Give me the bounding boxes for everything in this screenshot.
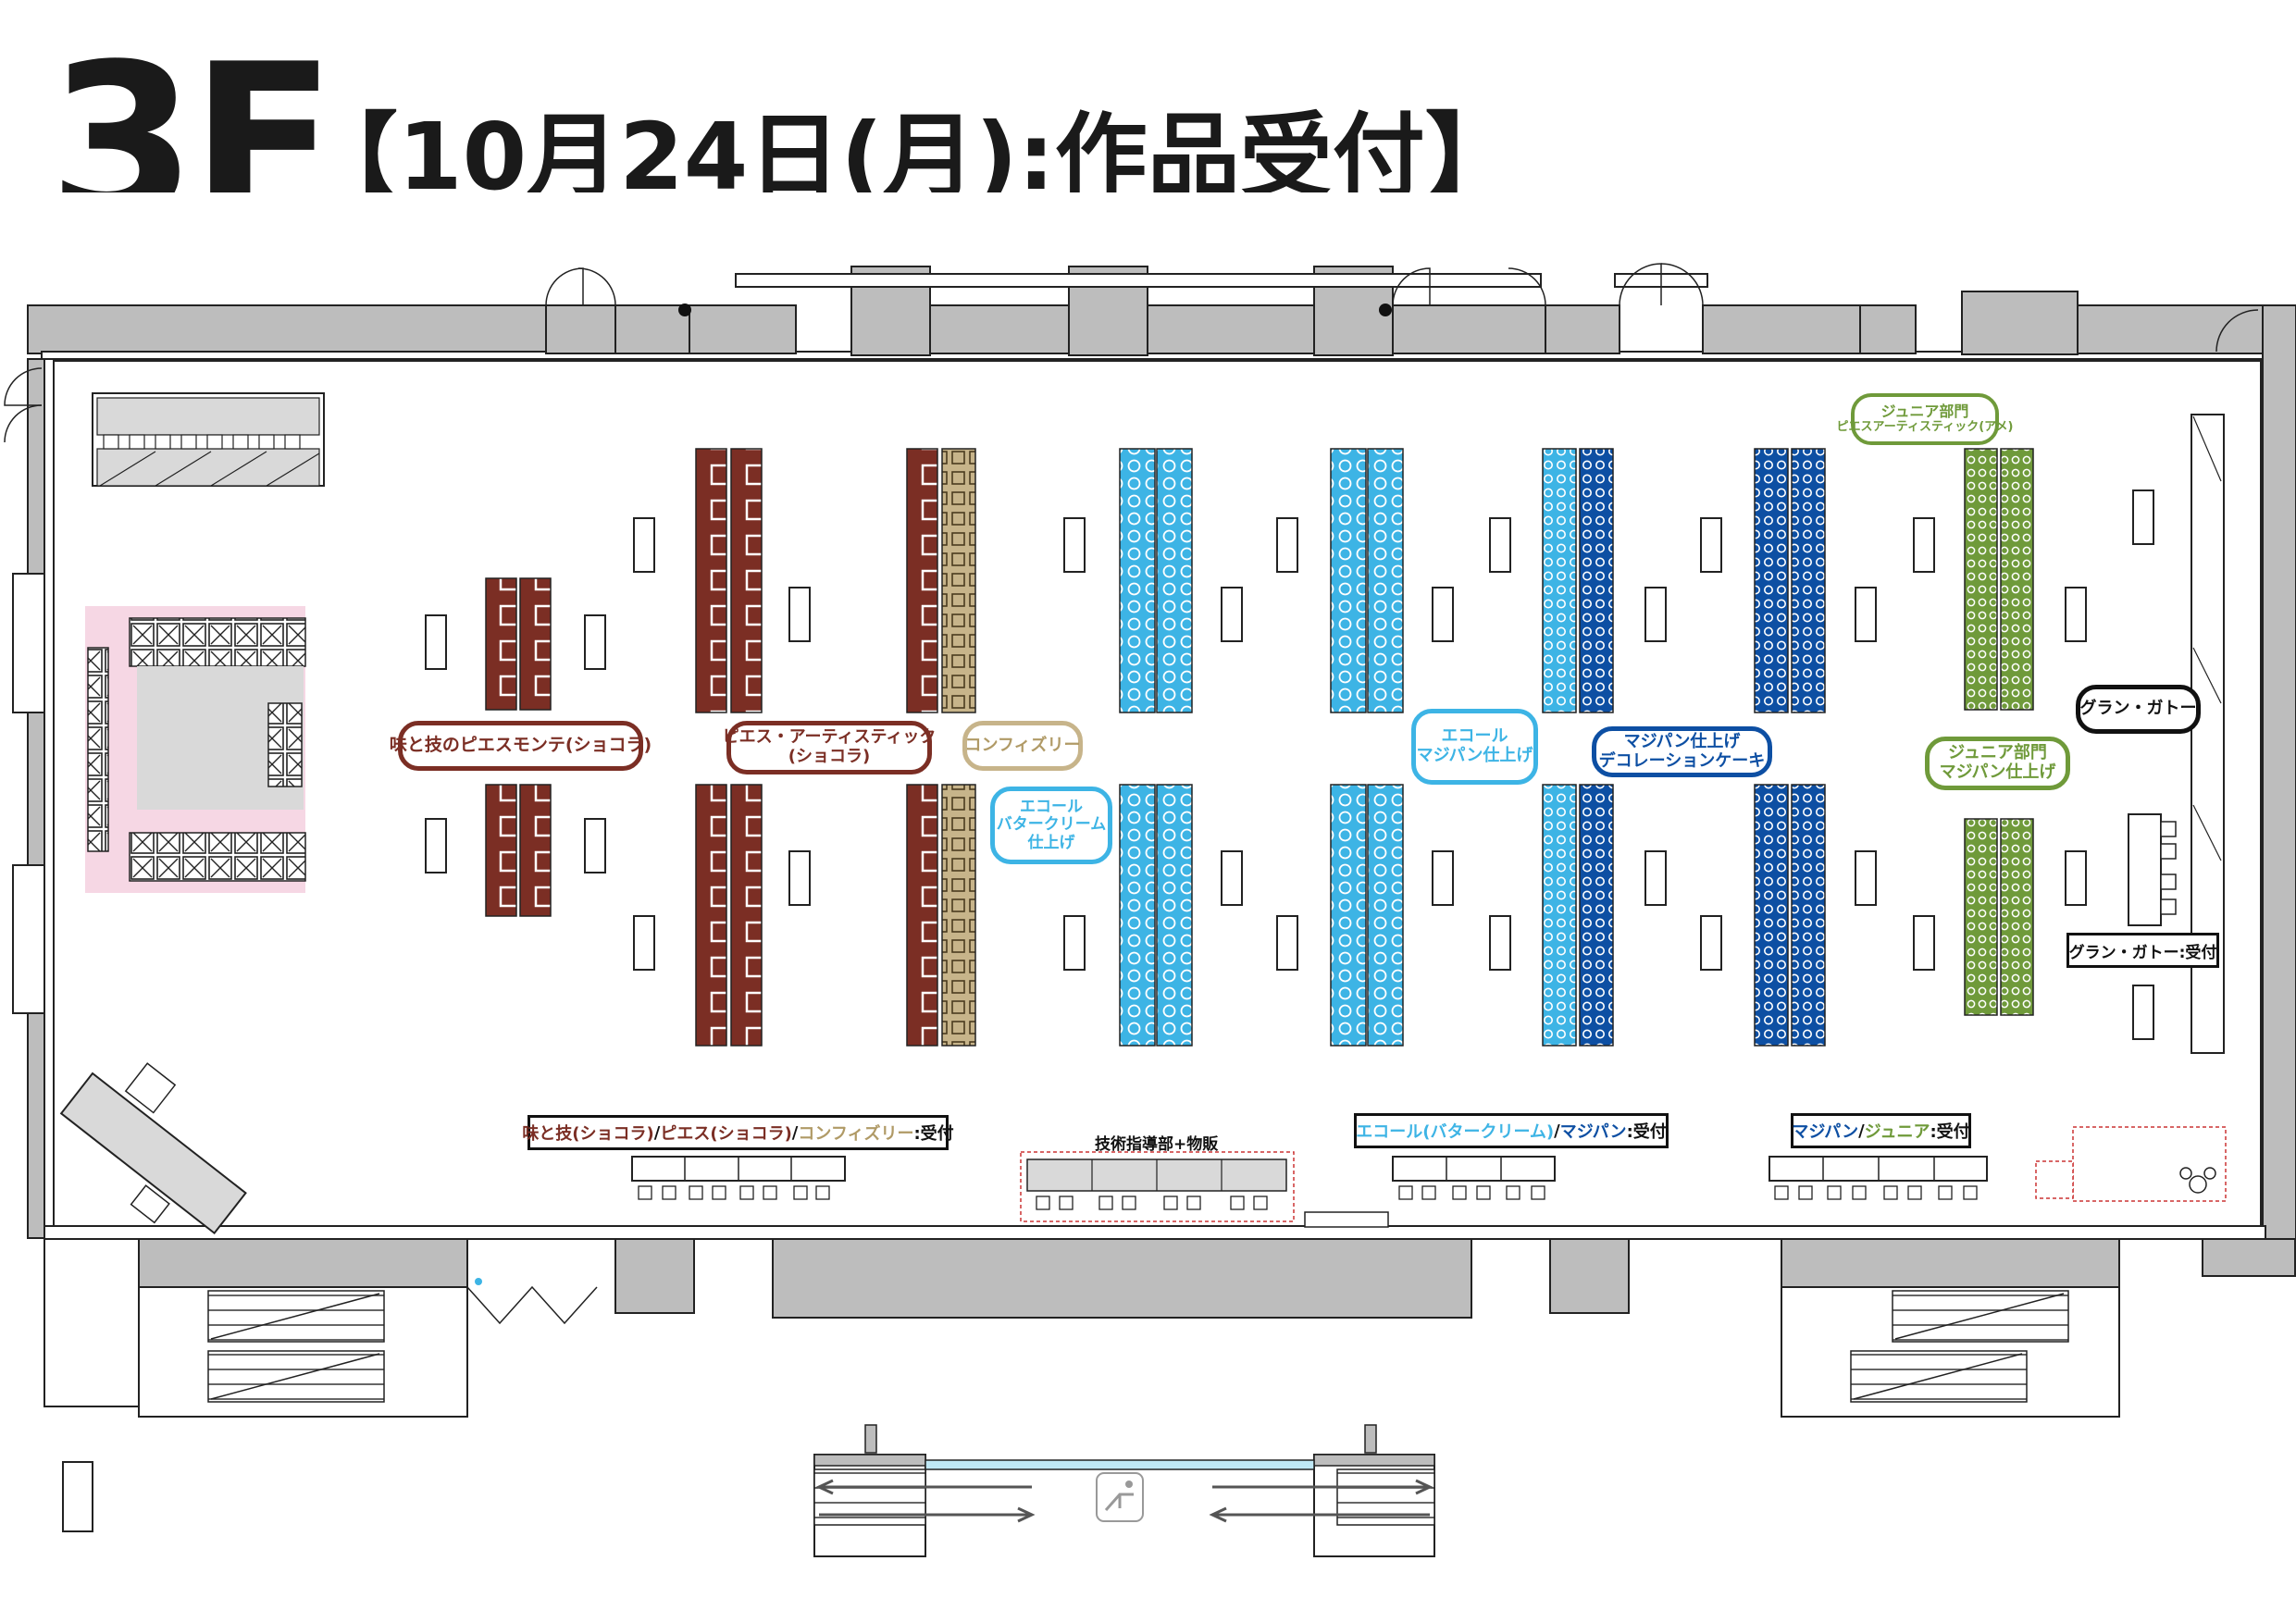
- reception-ecole-label: エコール(バタークリーム) / マジパン :受付: [1354, 1113, 1669, 1148]
- label-grand-gateau: グラン・ガトー: [2076, 685, 2201, 734]
- label-ecole-butter-line1: エコール: [1020, 797, 1083, 816]
- tech-desk-label: 技術指導部+物販: [1095, 1135, 1219, 1154]
- reception-left-suffix: :受付: [913, 1124, 954, 1144]
- label-confiserie-text: コンフィズリー: [964, 735, 1081, 755]
- reception-left-sep1: /: [653, 1122, 661, 1143]
- white-pedestals: [425, 489, 2154, 1040]
- reception-ecole-part2: マジパン: [1559, 1122, 1627, 1142]
- label-piece-artistique-line1: ピエス・アーティスティック: [722, 727, 937, 748]
- reception-ecole-suffix: :受付: [1626, 1122, 1667, 1142]
- reception-mj-part1: マジパン: [1792, 1122, 1859, 1142]
- label-junior-marzipan-line2: マジパン仕上げ: [1939, 762, 2056, 782]
- reception-ecole-sep1: /: [1554, 1121, 1560, 1141]
- reception-grand-gateau-label: グラン・ガトー:受付: [2066, 933, 2219, 968]
- label-ecole-marzipan-line2: マジパン仕上げ: [1416, 746, 1533, 765]
- label-junior-ame-line2: ピエスアーティスティック(アメ): [1836, 419, 2014, 434]
- reception-mj-part2: ジュニア: [1864, 1122, 1930, 1142]
- exhibit-tables: [485, 448, 2034, 1047]
- floor-subtitle: 【10月24日(月):作品受付】: [305, 103, 1518, 211]
- label-ecole-marzipan: エコール マジパン仕上げ: [1411, 709, 1538, 785]
- reception-left-label: 味と技(ショコラ) / ピエス(ショコラ) / コンフィズリー :受付: [522, 1115, 954, 1150]
- label-ecole-butter-line3: 仕上げ: [1027, 833, 1075, 852]
- reception-tables: [631, 1151, 1988, 1228]
- label-piece-montee: 味と技のピエスモンテ(ショコラ): [390, 721, 652, 771]
- label-ecole-marzipan-line1: エコール: [1441, 726, 1508, 747]
- left-fixtures: [59, 392, 325, 1235]
- label-piece-montee-text: 味と技のピエスモンテ(ショコラ): [389, 735, 652, 756]
- reception-mj-suffix: :受付: [1930, 1122, 1970, 1142]
- label-ecole-butter: エコール バタークリーム 仕上げ: [990, 787, 1112, 864]
- reception-left-part1: 味と技(ショコラ): [522, 1124, 654, 1144]
- reception-mj-sep1: /: [1858, 1121, 1865, 1141]
- label-marzipan-deco-line1: マジパン仕上げ: [1623, 731, 1741, 751]
- label-piece-artistique: ピエス・アーティスティック (ショコラ): [723, 721, 936, 774]
- reception-ecole-part1: エコール(バタークリーム): [1356, 1122, 1555, 1142]
- reception-marzipan-junior-label: マジパン / ジュニア :受付: [1791, 1113, 1971, 1148]
- label-junior-marzipan-line1: ジュニア部門: [1948, 743, 2047, 763]
- reception-left-part3: コンフィズリー: [798, 1124, 914, 1144]
- label-confiserie: コンフィズリー: [962, 721, 1083, 771]
- label-piece-artistique-line2: (ショコラ): [788, 747, 871, 766]
- label-junior-ame-line1: ジュニア部門: [1880, 403, 1969, 421]
- label-marzipan-deco: マジパン仕上げ デコレーションケーキ: [1592, 726, 1772, 777]
- reception-left-sep2: /: [791, 1122, 799, 1143]
- label-junior-marzipan: ジュニア部門 マジパン仕上げ: [1925, 737, 2070, 790]
- label-junior-ame: ジュニア部門 ピエスアーティスティック(アメ): [1837, 393, 2013, 445]
- reception-left-part2: ピエス(ショコラ): [660, 1124, 792, 1144]
- label-ecole-butter-line2: バタークリーム: [996, 815, 1107, 835]
- label-grand-gateau-text: グラン・ガトー: [2079, 699, 2197, 719]
- label-marzipan-deco-line2: デコレーションケーキ: [1598, 750, 1766, 771]
